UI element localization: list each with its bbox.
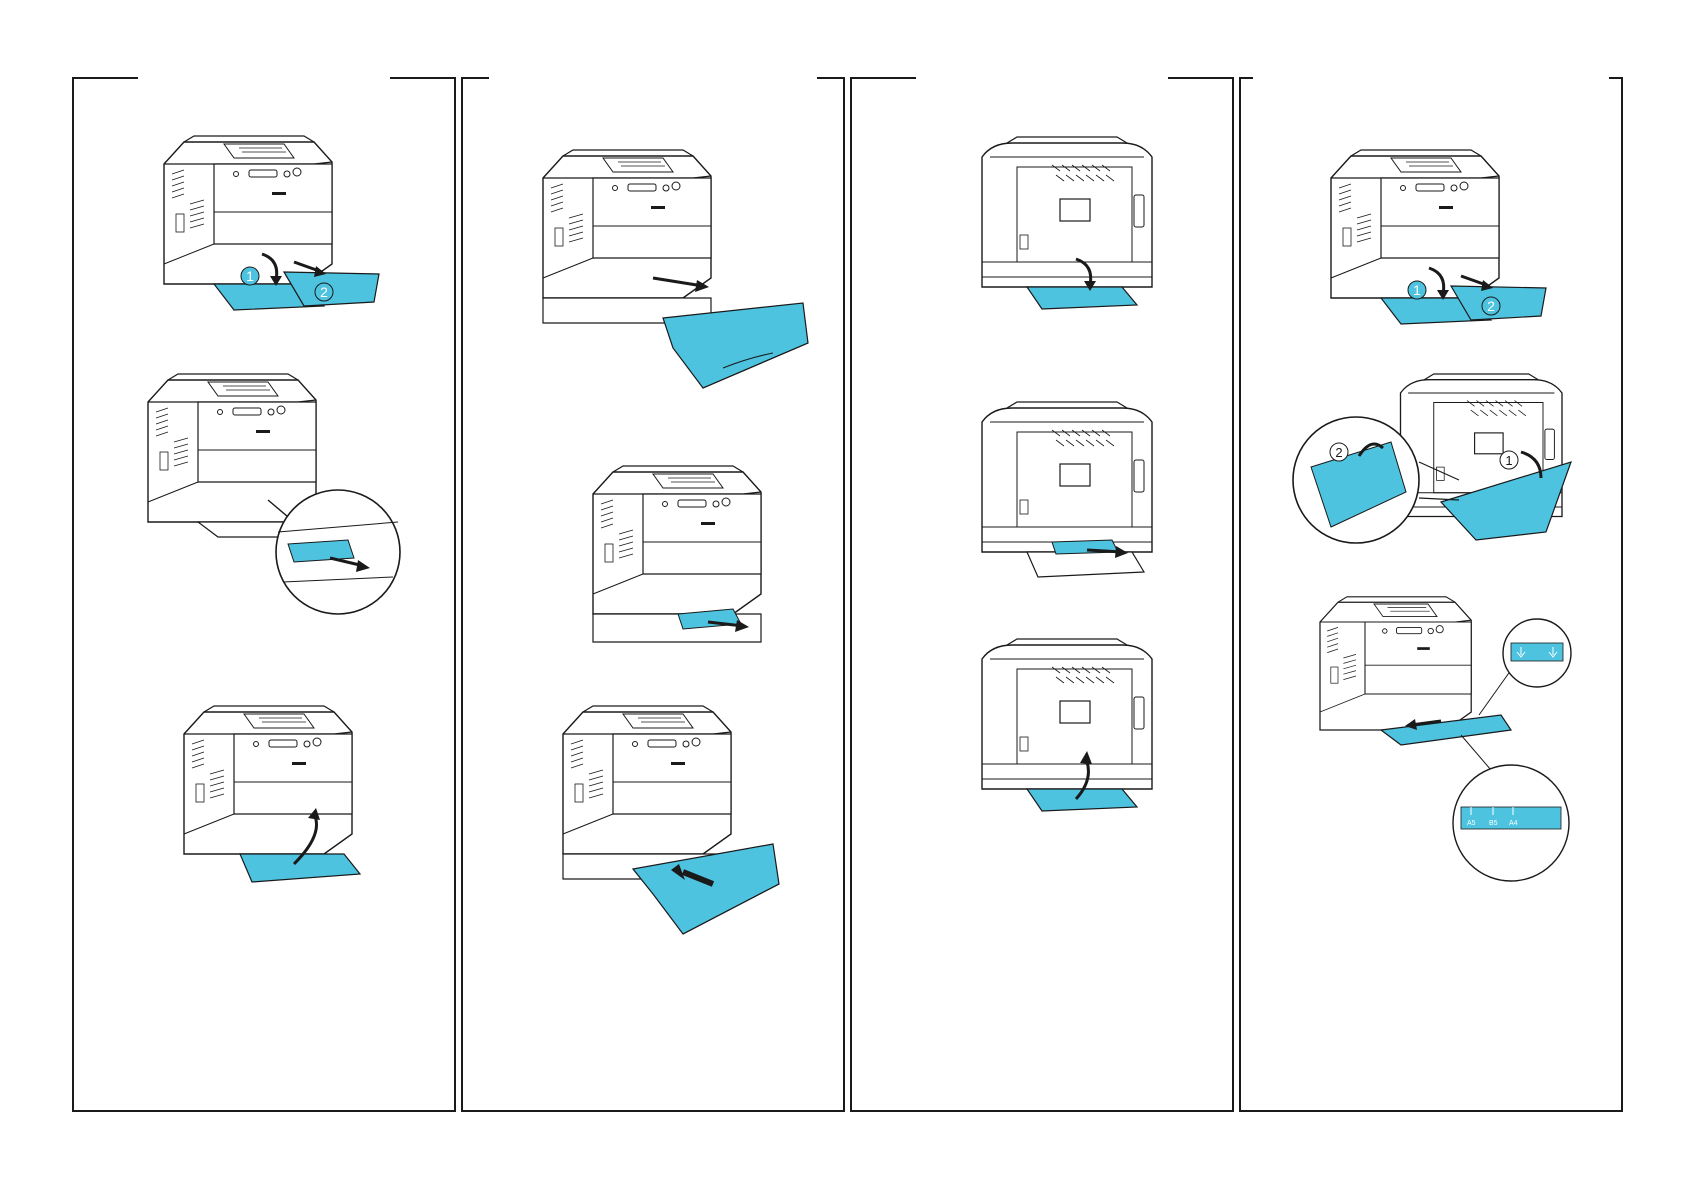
illustration-remove-paper-duplex [972,402,1172,602]
svg-text:2: 2 [320,284,328,300]
svg-text:A4: A4 [1509,820,1518,827]
panel-4: 1 2 [1239,77,1623,1112]
illustration-close-mp-tray [174,704,414,904]
panel-2 [461,77,845,1112]
illustration-fuser-cover-open: 2 1 [1291,382,1581,542]
svg-text:1: 1 [1505,453,1512,468]
svg-text:1: 1 [1413,282,1421,298]
illustration-remove-paper-from-cassette-slot [583,464,783,664]
callout-one-icon: 1 [1408,281,1426,299]
illustration-remove-jammed-paper [138,372,408,632]
illustration-open-duplex-rear [972,137,1172,337]
magnifier-callout-icon [1479,619,1571,715]
illustration-insert-cassette [553,704,813,934]
illustration-close-duplex [972,639,1172,839]
svg-text:2: 2 [1487,298,1495,314]
duplex-cover [1027,287,1137,309]
callout-two-icon: 2 [315,283,333,301]
svg-text:1: 1 [246,268,254,284]
panel-1: 1 2 [72,77,456,1112]
callout-one-icon: 1 [1500,451,1518,469]
illustration-load-paper-size-guides: A5 B5 A4 [1311,595,1591,885]
svg-text:2: 2 [1335,445,1342,460]
illustration-open-mp-tray-again: 1 2 [1321,148,1561,348]
callout-two-icon: 2 [1482,297,1500,315]
illustration-open-mp-tray: 1 2 [154,134,394,334]
paper-cassette [663,303,808,388]
svg-text:A5: A5 [1467,820,1476,827]
magnifier-callout-icon: A5 B5 A4 [1453,735,1569,881]
illustration-pull-out-cassette [533,148,823,408]
callout-one-icon: 1 [241,267,259,285]
callout-two-icon: 2 [1330,443,1348,461]
svg-text:B5: B5 [1489,820,1498,827]
panel-3 [850,77,1234,1112]
